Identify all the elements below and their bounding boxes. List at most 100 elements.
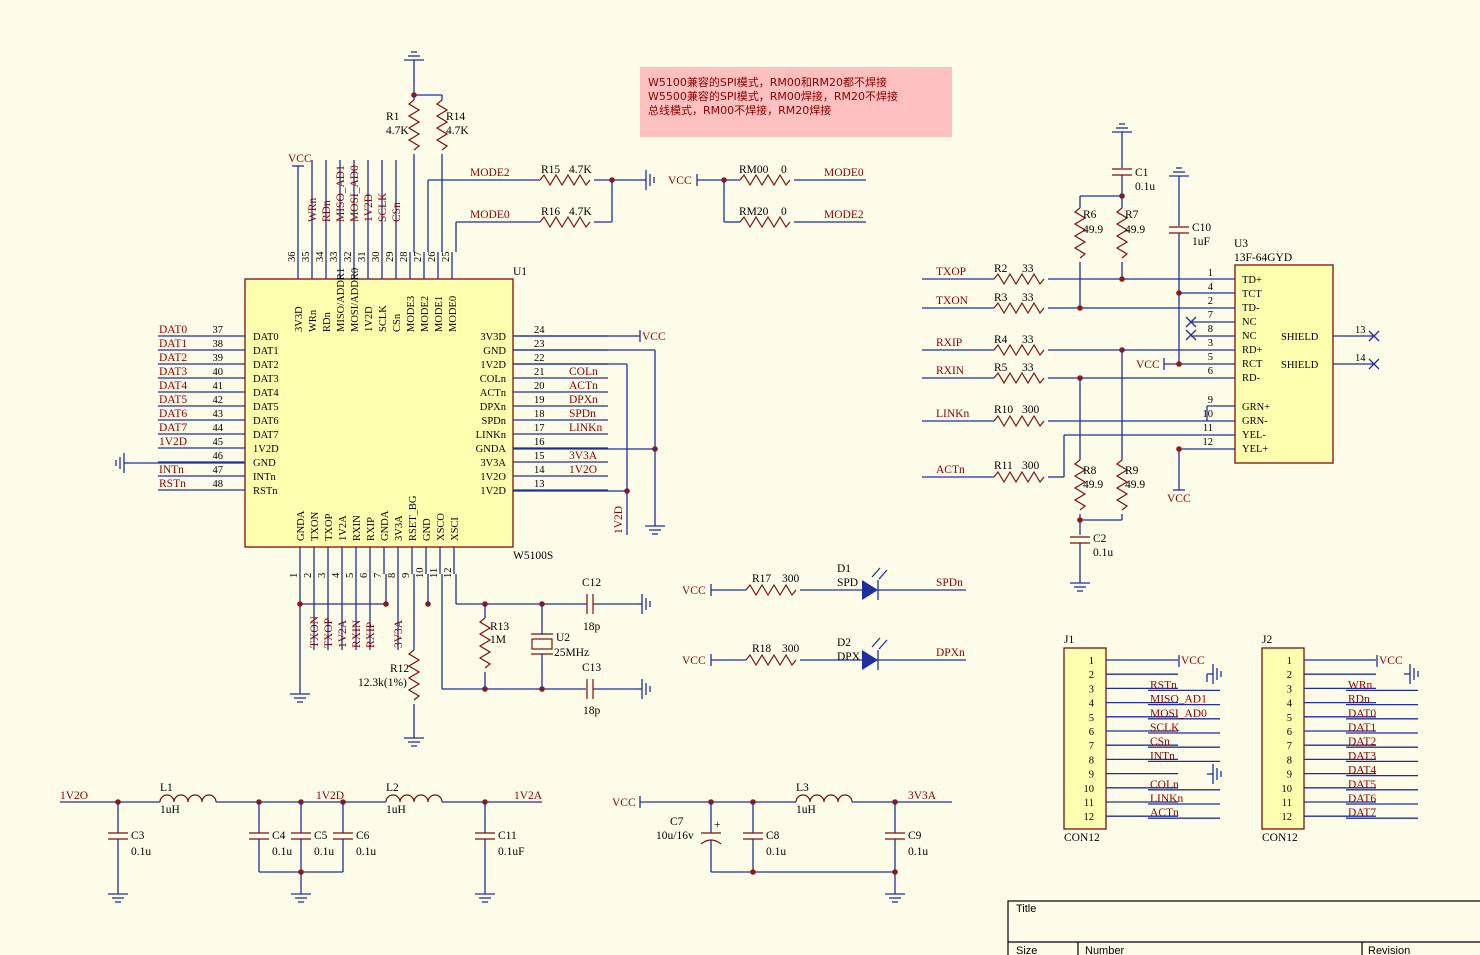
svg-text:MODE2: MODE2 xyxy=(824,209,864,221)
svg-text:SPD: SPD xyxy=(837,577,858,589)
u1-pin-label: XSCO xyxy=(436,513,447,541)
u1-pin-number: 44 xyxy=(213,423,224,434)
svg-text:R1: R1 xyxy=(386,111,400,123)
tb-revision: Revision xyxy=(1368,945,1410,955)
svg-text:33: 33 xyxy=(1022,292,1034,304)
u1-pin-label: RXIN xyxy=(352,515,363,541)
svg-text:R11: R11 xyxy=(994,460,1013,472)
u1-pin-number: 30 xyxy=(371,252,382,263)
svg-text:VCC: VCC xyxy=(682,655,706,667)
svg-text:RM20: RM20 xyxy=(739,206,769,218)
svg-text:13F-64GYD: 13F-64GYD xyxy=(1234,252,1292,264)
u1-pin-label: DPXn xyxy=(480,402,507,413)
connector-j1: J1 CON12 xyxy=(1063,634,1222,844)
u1-pin-label: GND xyxy=(483,346,506,357)
u1-pin-label: WRn xyxy=(308,309,319,332)
svg-text:VCC: VCC xyxy=(668,175,692,187)
u1-pin-label: DAT4 xyxy=(253,388,279,399)
u1-pin-number: 7 xyxy=(373,573,384,578)
connector-pin-number: 6 xyxy=(1089,727,1094,738)
svg-text:VCC: VCC xyxy=(1167,493,1191,505)
u1-pin-label: MODE2 xyxy=(420,296,431,332)
connector-pin-number: 6 xyxy=(1287,727,1292,738)
connector-pin-number: 12 xyxy=(1084,812,1095,823)
u1-net-label: RSTn xyxy=(159,478,186,490)
connector-pin-number: 2 xyxy=(1287,670,1292,681)
u1-pin-label: GNDA xyxy=(380,510,391,541)
svg-text:L3: L3 xyxy=(796,782,809,794)
svg-text:25MHz: 25MHz xyxy=(554,647,589,659)
svg-text:U2: U2 xyxy=(556,632,570,644)
u1-net-label: MOSI_AD0 xyxy=(349,165,361,222)
u1-pin-label: RSET_BG xyxy=(408,495,419,541)
svg-text:C4: C4 xyxy=(272,830,286,842)
svg-text:C6: C6 xyxy=(356,830,370,842)
connector-pin-number: 10 xyxy=(1084,784,1095,795)
u1-net-label: RXIN xyxy=(351,619,363,648)
connector-pin-number: 4 xyxy=(1287,699,1293,710)
u1-pin-number: 38 xyxy=(213,339,224,350)
u1-net-label: 1V2D xyxy=(363,194,375,222)
u1-pin-label: GND xyxy=(253,458,276,469)
svg-text:L2: L2 xyxy=(386,782,399,794)
svg-text:49.9: 49.9 xyxy=(1083,479,1103,491)
u1-net-label: SPDn xyxy=(569,408,596,420)
svg-text:4.7K: 4.7K xyxy=(386,125,409,137)
u3-pin-label: GRN- xyxy=(1242,416,1268,427)
u1-net-label: TXON xyxy=(309,615,321,648)
u3-pin-label: RD+ xyxy=(1242,345,1263,356)
svg-text:0.1u: 0.1u xyxy=(131,846,151,858)
u1-pin-label: 3V3A xyxy=(480,458,506,469)
u1-pin-label: SPDn xyxy=(481,416,506,427)
svg-text:RXIN: RXIN xyxy=(936,365,965,377)
u1-pin-number: 18 xyxy=(534,409,545,420)
u3-pin-number: 7 xyxy=(1208,310,1213,321)
u1-pin-number: 17 xyxy=(534,423,545,434)
u3-pin-label: NC xyxy=(1242,331,1257,342)
svg-text:1uF: 1uF xyxy=(1192,236,1210,248)
connector-pin-number: 12 xyxy=(1282,812,1293,823)
u1-pin-number: 31 xyxy=(357,252,368,263)
u1-pin-number: 40 xyxy=(213,367,224,378)
u1-pin-number: 16 xyxy=(534,437,545,448)
u1-pin-number: 35 xyxy=(301,252,312,263)
u1-pin-label: DAT5 xyxy=(253,402,279,413)
u1-pin-label: DAT3 xyxy=(253,374,279,385)
svg-text:总线模式，RM00不焊接，RM20焊接: 总线模式，RM00不焊接，RM20焊接 xyxy=(648,103,831,117)
u1-pin-number: 37 xyxy=(213,325,224,336)
u1-part: W5100S xyxy=(513,550,553,562)
u1-net-label: DPXn xyxy=(569,394,598,406)
connector-net-label: DAT1 xyxy=(1348,722,1376,734)
svg-text:J2: J2 xyxy=(1262,634,1272,646)
u3-pin-number: 11 xyxy=(1203,423,1213,434)
connector-net-label: DAT3 xyxy=(1348,750,1376,762)
connector-net-label: MISO_AD1 xyxy=(1150,694,1207,706)
u1-net-label: RXIP xyxy=(365,622,377,648)
u1-pin-label: GNDA xyxy=(296,510,307,541)
u1-net-label: COLn xyxy=(569,366,598,378)
svg-text:RM00: RM00 xyxy=(739,164,769,176)
svg-text:4.7K: 4.7K xyxy=(446,125,469,137)
u1-pin-number: 2 xyxy=(303,573,314,578)
svg-text:10u/16v: 10u/16v xyxy=(656,830,694,842)
u1-net-label: DAT0 xyxy=(159,324,187,336)
svg-text:33: 33 xyxy=(1022,263,1034,275)
u1-net-label: DAT5 xyxy=(159,394,187,406)
svg-text:U3: U3 xyxy=(1234,238,1248,250)
u3-pin-number: 14 xyxy=(1355,353,1366,364)
svg-text:VCC: VCC xyxy=(682,585,706,597)
u1-pin-number: 4 xyxy=(331,572,342,578)
u1-pin-label: DAT7 xyxy=(253,430,279,441)
note-box xyxy=(640,67,952,137)
svg-text:C1: C1 xyxy=(1135,167,1149,179)
svg-text:R9: R9 xyxy=(1125,465,1139,477)
u1-pin-number: 48 xyxy=(213,479,224,490)
